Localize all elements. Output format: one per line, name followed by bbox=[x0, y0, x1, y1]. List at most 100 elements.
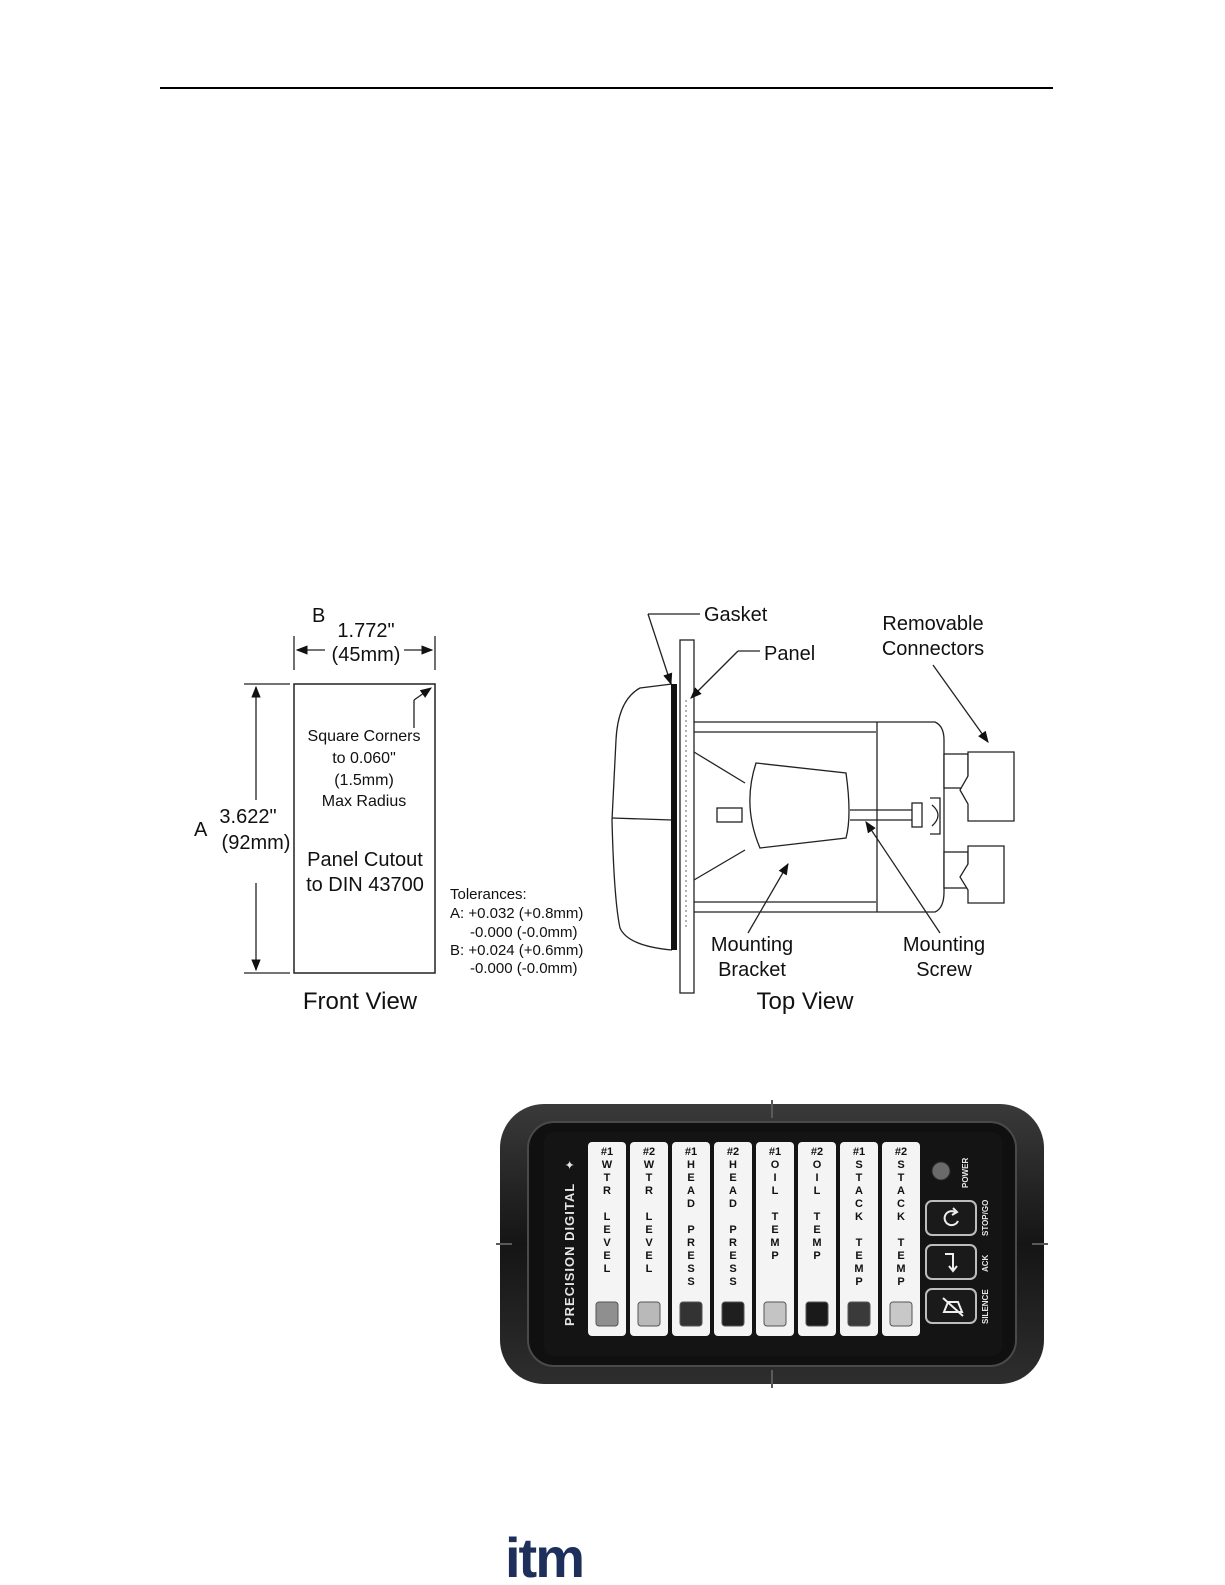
annunciator-device: PRECISION DIGITAL ✦ #1WTRLEVEL#2WTRLEVEL… bbox=[496, 1100, 1048, 1388]
channel-label-char: E bbox=[603, 1250, 610, 1262]
channel-label-char: #1 bbox=[853, 1146, 865, 1158]
channel-label-char: #2 bbox=[811, 1146, 823, 1158]
channel-strip bbox=[882, 1142, 920, 1336]
channel-label-char: M bbox=[854, 1263, 863, 1275]
channel-label-char: V bbox=[645, 1237, 653, 1249]
channel-label-char: L bbox=[772, 1185, 779, 1197]
housing-taper-bottom bbox=[693, 849, 746, 881]
channel-label-char: #2 bbox=[643, 1146, 655, 1158]
channel-label-char: L bbox=[646, 1263, 653, 1275]
corner-note-3: (1.5mm) bbox=[334, 772, 394, 789]
channel-label-char: H bbox=[687, 1159, 695, 1171]
channel-label-char: #2 bbox=[727, 1146, 739, 1158]
bezel-seam bbox=[611, 817, 673, 821]
channel-lamp bbox=[847, 1301, 871, 1327]
dim-b-mm: (45mm) bbox=[332, 644, 401, 666]
channel-label-char: A bbox=[729, 1185, 737, 1197]
connector-lower-plug bbox=[959, 845, 1005, 904]
dim-a-mm: (92mm) bbox=[222, 832, 291, 854]
channel-lamp bbox=[595, 1301, 619, 1327]
dim-a-inches: 3.622" bbox=[219, 806, 276, 828]
connectors-label-1: Removable bbox=[882, 613, 983, 635]
channel-label-char: L bbox=[604, 1211, 611, 1223]
channel-label-char: T bbox=[898, 1172, 905, 1184]
screw-stub bbox=[716, 807, 743, 823]
channel-strip bbox=[588, 1142, 626, 1336]
channel-label-char: L bbox=[814, 1185, 821, 1197]
channel-label-char: W bbox=[644, 1159, 655, 1171]
channel-label-char: C bbox=[855, 1198, 863, 1210]
return-arrow-icon bbox=[945, 1253, 954, 1270]
channel-strip bbox=[840, 1142, 878, 1336]
silence-button[interactable] bbox=[925, 1288, 977, 1324]
channel-strips: #1WTRLEVEL#2WTRLEVEL#1HEADPRESS#2HEADPRE… bbox=[588, 1142, 920, 1336]
channel-label-char: I bbox=[815, 1172, 818, 1184]
device-brand: PRECISION DIGITAL bbox=[562, 1183, 577, 1326]
bracket-leader-arrow bbox=[747, 862, 789, 934]
power-led bbox=[931, 1161, 951, 1181]
channel-label-char: D bbox=[729, 1198, 737, 1210]
bracket-label-2: Bracket bbox=[718, 959, 786, 981]
channel-label-char: M bbox=[896, 1263, 905, 1275]
channel-label-char: L bbox=[646, 1211, 653, 1223]
channel-label-char: C bbox=[897, 1198, 905, 1210]
channel-label-char: S bbox=[897, 1159, 904, 1171]
dim-b-inches: 1.772" bbox=[337, 620, 394, 642]
tolerances-block: Tolerances: A: +0.032 (+0.8mm) -0.000 (-… bbox=[450, 886, 583, 977]
channel-label-char: S bbox=[687, 1276, 694, 1288]
channel-label-char: E bbox=[645, 1224, 652, 1236]
panel-plate bbox=[679, 639, 695, 994]
channel-label-char: O bbox=[813, 1159, 822, 1171]
channel-label-char: R bbox=[603, 1185, 611, 1197]
channel-label-char: T bbox=[856, 1237, 863, 1249]
channel-label-char: P bbox=[813, 1250, 820, 1262]
housing-taper-top bbox=[693, 751, 746, 784]
channel-label-char: M bbox=[770, 1237, 779, 1249]
ack-button[interactable] bbox=[925, 1244, 977, 1280]
channel-label-char: E bbox=[645, 1250, 652, 1262]
front-view-diagram: B 1.772" (45mm) A 3.622" (92mm) Square C… bbox=[194, 605, 436, 1015]
stop-go-button[interactable] bbox=[925, 1200, 977, 1236]
channel-lamp bbox=[805, 1301, 829, 1327]
header-rule bbox=[160, 87, 1053, 89]
channel-label-char: S bbox=[687, 1263, 694, 1275]
channel-label-char: S bbox=[729, 1263, 736, 1275]
channel-label-char: T bbox=[898, 1237, 905, 1249]
connectors-label-2: Connectors bbox=[882, 638, 984, 660]
corner-note-4: Max Radius bbox=[322, 793, 406, 810]
connector-upper-plug bbox=[959, 751, 1015, 822]
top-view-diagram bbox=[611, 613, 1015, 994]
corner-leader-arrow bbox=[413, 687, 432, 701]
channel-label-char: P bbox=[729, 1224, 736, 1236]
channel-label-char: T bbox=[604, 1172, 611, 1184]
channel-strip bbox=[798, 1142, 836, 1336]
front-view-caption: Front View bbox=[303, 988, 418, 1015]
restart-icon bbox=[943, 1210, 959, 1227]
channel-label-char: A bbox=[897, 1185, 905, 1197]
channel-label-char: I bbox=[773, 1172, 776, 1184]
channel-label-char: M bbox=[812, 1237, 821, 1249]
channel-label-char: E bbox=[729, 1250, 736, 1262]
panel-leader-arrow bbox=[690, 650, 739, 699]
channel-strip bbox=[672, 1142, 710, 1336]
channel-label-char: P bbox=[855, 1276, 862, 1288]
channel-label-char: T bbox=[646, 1172, 653, 1184]
channel-label-char: #1 bbox=[601, 1146, 613, 1158]
housing-outline bbox=[694, 721, 945, 913]
ack-label: ACK bbox=[981, 1254, 990, 1272]
screw-clip bbox=[930, 797, 941, 835]
tolerance-line-3: B: +0.024 (+0.6mm) bbox=[450, 942, 583, 959]
mounting-bracket bbox=[749, 762, 850, 849]
channel-label-char: D bbox=[687, 1198, 695, 1210]
silence-label: SILENCE bbox=[981, 1289, 990, 1324]
channel-label-char: #2 bbox=[895, 1146, 907, 1158]
channel-label-char: K bbox=[897, 1211, 905, 1223]
tolerance-line-4: -0.000 (-0.0mm) bbox=[470, 960, 578, 977]
channel-lamp bbox=[679, 1301, 703, 1327]
bracket-label-1: Mounting bbox=[711, 934, 793, 956]
channel-label-char: A bbox=[687, 1185, 695, 1197]
screw-head bbox=[911, 802, 923, 828]
channel-label-char: S bbox=[729, 1276, 736, 1288]
channel-label-char: E bbox=[813, 1224, 820, 1236]
screw-leader-arrow bbox=[865, 821, 941, 934]
